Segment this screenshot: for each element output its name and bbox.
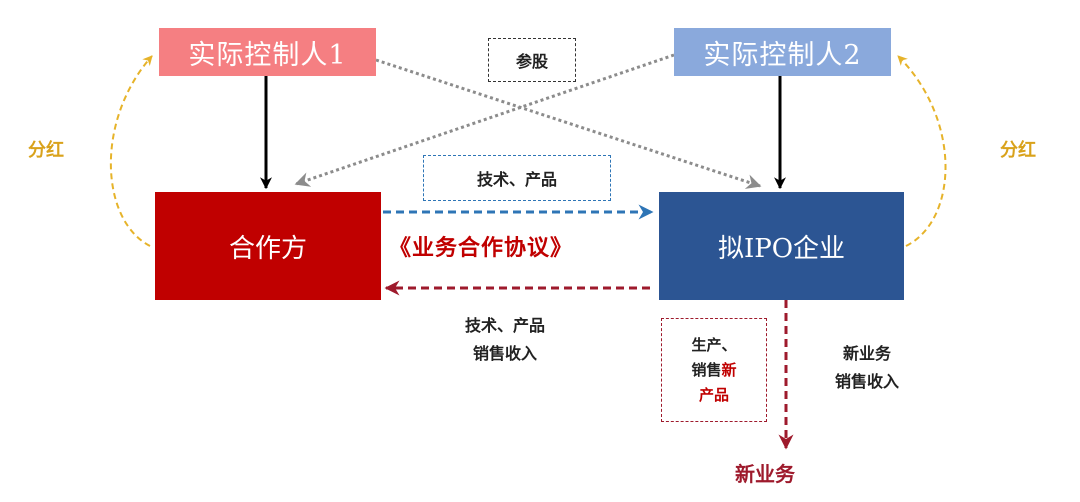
tech-product-label: 技术、产品 bbox=[476, 170, 557, 189]
new-business-revenue-line1: 新业务 bbox=[842, 344, 891, 363]
produce-line2-prefix: 销售 bbox=[691, 360, 722, 379]
tech-revenue-label: 技术、产品 销售收入 bbox=[445, 312, 565, 368]
produce-line3: 产品 bbox=[698, 385, 729, 404]
new-business-revenue-label: 新业务 销售收入 bbox=[812, 340, 922, 396]
controller-2-label: 实际控制人2 bbox=[703, 39, 862, 71]
controller-1-box: 实际控制人1 bbox=[159, 28, 376, 76]
shareholding-tag: 参股 bbox=[488, 38, 576, 82]
dividend-label-right: 分红 bbox=[1000, 140, 1036, 161]
produce-sell-tag: 生产、 销售新 产品 bbox=[661, 318, 767, 422]
dividend-arrow-left bbox=[109, 55, 153, 247]
produce-line1: 生产、 bbox=[691, 335, 737, 354]
controller-1-label: 实际控制人1 bbox=[188, 39, 347, 71]
dividend-arrow-right bbox=[897, 55, 947, 247]
tech-revenue-line1: 技术、产品 bbox=[464, 316, 545, 335]
agreement-label: 《业务合作协议》 bbox=[389, 235, 574, 261]
controller-2-box: 实际控制人2 bbox=[674, 28, 891, 76]
tech-product-tag: 技术、产品 bbox=[423, 155, 611, 201]
produce-line2-highlight: 新 bbox=[721, 360, 737, 379]
shareholding-arrow-to-ipo bbox=[375, 58, 762, 189]
produce-line2: 销售新 bbox=[691, 358, 736, 383]
ipo-company-box: 拟IPO企业 bbox=[659, 192, 904, 300]
tech-revenue-line2: 销售收入 bbox=[472, 344, 537, 363]
shareholding-label: 参股 bbox=[515, 52, 548, 71]
ipo-company-label: 拟IPO企业 bbox=[717, 233, 846, 264]
partner-box: 合作方 bbox=[155, 192, 381, 300]
new-business-revenue-line2: 销售收入 bbox=[834, 372, 899, 391]
dividend-label-left: 分红 bbox=[28, 140, 64, 161]
partner-label: 合作方 bbox=[228, 233, 307, 264]
shareholding-arrow-to-partner bbox=[294, 53, 675, 187]
new-business-label: 新业务 bbox=[735, 462, 795, 486]
